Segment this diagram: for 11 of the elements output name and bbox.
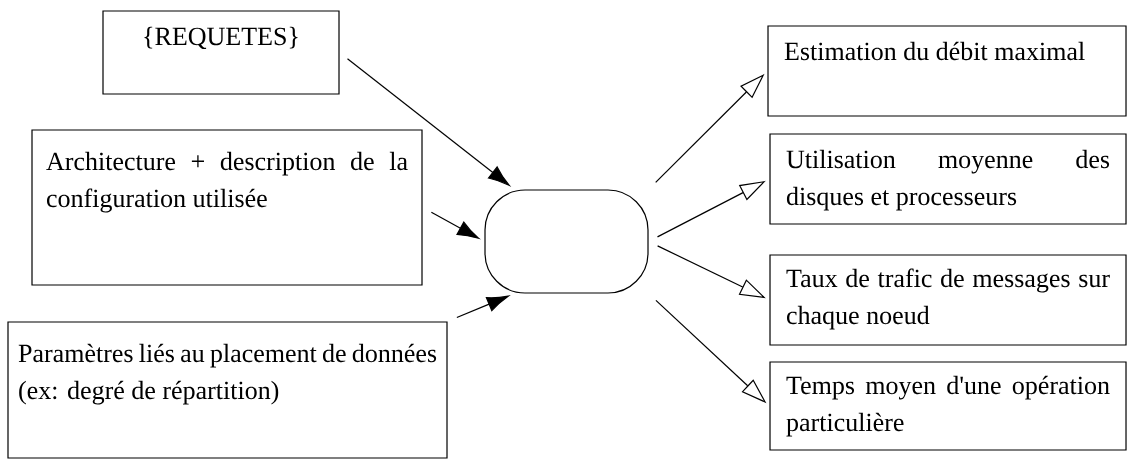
arrow xyxy=(430,211,480,239)
input-box: Architecture + description de la configuration utilisée xyxy=(31,129,423,286)
output-box: Estimation du débit maximal xyxy=(767,25,1127,117)
arrow xyxy=(346,58,510,186)
output-box: Taux de trafic de messages sur chaque noeud xyxy=(769,254,1127,346)
output-box: Temps moyen d'une opération particulière xyxy=(769,361,1127,451)
input-box: {REQUETES} xyxy=(102,10,340,95)
output-box: Utilisation moyenne des disques et processeurs xyxy=(769,133,1127,225)
arrow xyxy=(456,295,509,319)
process-box xyxy=(484,189,649,294)
input-box: Paramètres liés au placement de données (ex: degré de répartition) xyxy=(7,321,448,459)
